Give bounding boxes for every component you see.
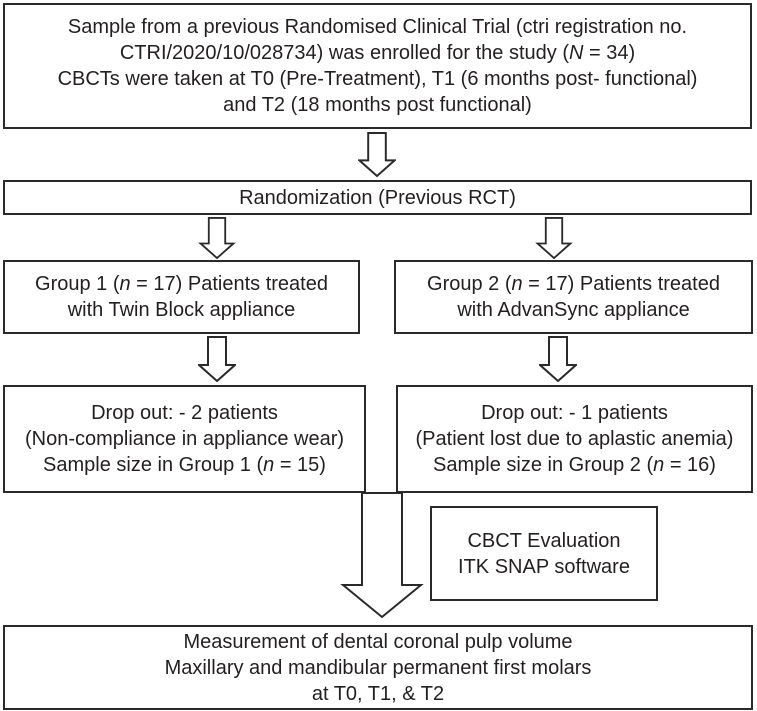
dropout1-box: Drop out: - 2 patients (Non-compliance i… [3, 385, 366, 493]
text-line: CTRI/2020/10/028734) was enrolled for th… [120, 40, 635, 66]
arrow-down-icon [535, 217, 573, 260]
text-line: Measurement of dental coronal pulp volum… [183, 630, 573, 653]
arrow-down-icon [537, 336, 579, 383]
group1-box: Group 1 (n = 17) Patients treated with T… [3, 260, 360, 334]
text-line: Group 1 (n = 17) Patients treated [35, 271, 328, 297]
text-segment: = 17) Patients treated [130, 273, 328, 295]
text-segment: CTRI/2020/10/028734) was enrolled for th… [119, 42, 569, 64]
text-segment: Sample size in Group 1 ( [43, 454, 264, 476]
text-line: CBCTs were taken at T0 (Pre-Treatment), … [57, 68, 698, 90]
text-segment: n [653, 454, 665, 476]
text-segment: n [119, 273, 131, 295]
arrow-down-icon [196, 336, 238, 383]
text-line: (Patient lost due to aplastic anemia) [415, 428, 734, 450]
text-segment: Group 1 ( [35, 273, 120, 295]
arrow-down-icon [198, 217, 236, 260]
text-line: Randomization (Previous RCT) [239, 186, 516, 209]
text-line: at T0, T1, & T2 [311, 682, 445, 705]
text-segment: Sample size in Group 2 ( [433, 454, 654, 476]
text-line: Drop out: - 1 patients [481, 402, 668, 424]
text-line: and T2 (18 months post functional) [223, 94, 532, 116]
text-line: Maxillary and mandibular permanent first… [164, 656, 592, 679]
text-line: Group 2 (n = 17) Patients treated [427, 271, 720, 297]
text-line: with AdvanSync appliance [457, 299, 690, 321]
text-line: Sample size in Group 1 (n = 15) [43, 452, 326, 478]
cbct-evaluation-box: CBCT Evaluation ITK SNAP software [430, 506, 658, 601]
text-line: Sample from a previous Randomised Clinic… [67, 16, 688, 38]
text-line: CBCT Evaluation [467, 529, 621, 552]
text-segment: = 15) [274, 454, 326, 476]
dropout2-box: Drop out: - 1 patients (Patient lost due… [396, 385, 753, 493]
sample-box: Sample from a previous Randomised Clinic… [3, 3, 752, 129]
randomization-box: Randomization (Previous RCT) [3, 180, 752, 215]
text-segment: Group 2 ( [427, 273, 512, 295]
big-arrow-down-icon [340, 492, 425, 619]
arrow-down-icon [356, 132, 398, 178]
group2-box: Group 2 (n = 17) Patients treated with A… [394, 260, 753, 334]
text-line: Sample size in Group 2 (n = 16) [433, 452, 716, 478]
text-segment: = 16) [664, 454, 716, 476]
text-segment: n [263, 454, 275, 476]
text-line: ITK SNAP software [458, 555, 630, 578]
text-segment: N [568, 42, 584, 64]
text-line: (Non-compliance in appliance wear) [24, 428, 345, 450]
text-line: with Twin Block appliance [67, 299, 296, 321]
text-line: Drop out: - 2 patients [91, 402, 278, 424]
text-segment: = 17) Patients treated [522, 273, 720, 295]
text-segment: n [511, 273, 523, 295]
text-segment: = 34) [583, 42, 636, 64]
measurement-box: Measurement of dental coronal pulp volum… [3, 625, 753, 710]
